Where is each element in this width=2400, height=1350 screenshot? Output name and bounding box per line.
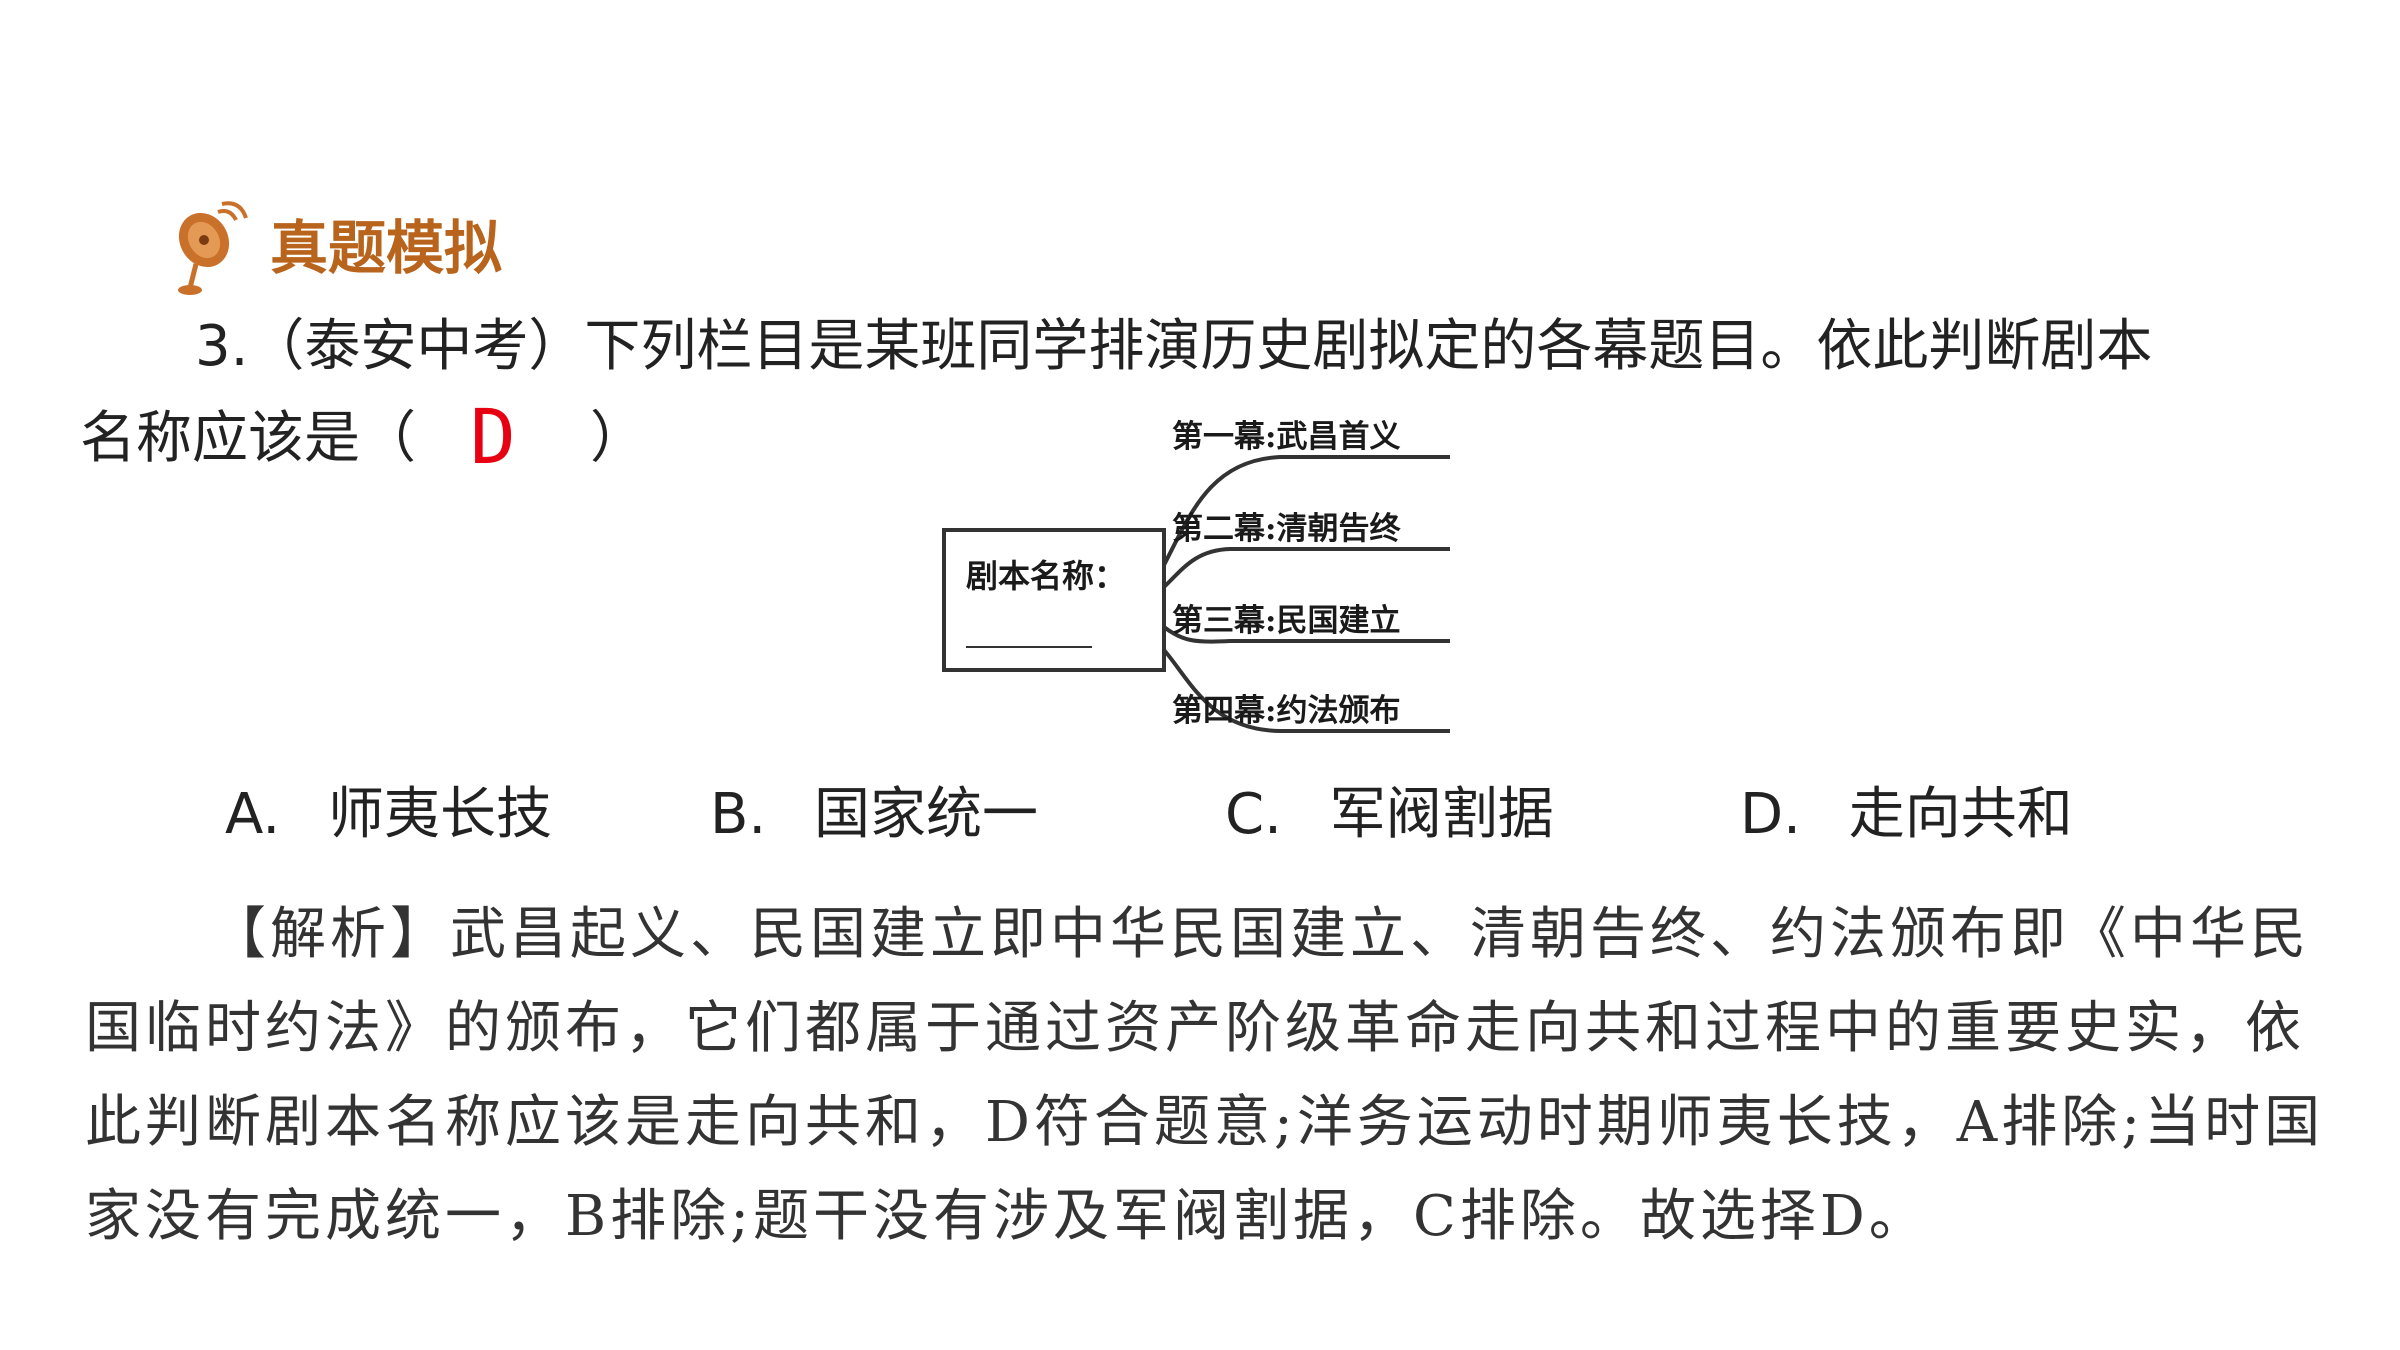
act-2: 第二幕:清朝告终: [1172, 511, 1401, 547]
branch-act-4: [1162, 648, 1450, 733]
option-b[interactable]: B. 国家统一: [710, 780, 1038, 850]
option-d-letter: D.: [1740, 782, 1801, 847]
act-4: 第四幕:约法颁布: [1172, 693, 1400, 729]
option-a-text: 师夷长技: [327, 782, 552, 847]
play-structure-diagram: 剧本名称： 第一幕:武昌首义 第二幕:清朝告终 第三幕:民国建立 第四幕:约法颁…: [940, 405, 1480, 745]
question-line-2-suffix: ）: [590, 406, 646, 471]
question-line-1: 3.（泰安中考）下列栏目是某班同学排演历史剧拟定的各幕题目。依此判断剧本: [195, 314, 2153, 379]
option-c[interactable]: C. 军阀割据: [1225, 780, 1554, 850]
section-title: 真题模拟: [270, 214, 503, 282]
analysis-line-4: 家没有完成统一，B排除;题干没有涉及军阀割据，C排除。故选择D。: [85, 1184, 1929, 1249]
act-1: 第一幕:武昌首义: [1172, 419, 1400, 455]
act-3: 第三幕:民国建立: [1172, 603, 1400, 639]
branch-act-1: [1162, 455, 1450, 566]
script-name-box: [942, 528, 1166, 672]
option-b-letter: B.: [710, 782, 767, 847]
branch-act-3: [1162, 625, 1450, 644]
analysis-line-1: 【解析】武昌起义、民国建立即中华民国建立、清朝告终、约法颁布即《中华民: [210, 902, 2310, 967]
option-d-text: 走向共和: [1848, 782, 2073, 847]
option-b-text: 国家统一: [814, 782, 1039, 847]
option-c-letter: C.: [1225, 782, 1282, 847]
analysis-line-2: 国临时约法》的颁布，它们都属于通过资产阶级革命走向共和过程中的重要史实，依: [85, 996, 2305, 1061]
satellite-dish-icon: [170, 198, 250, 298]
option-c-text: 军阀割据: [1329, 782, 1554, 847]
question-line-2-prefix: 名称应该是（: [80, 406, 416, 471]
option-a-letter: A.: [225, 782, 281, 847]
analysis-line-3: 此判断剧本名称应该是走向共和，D符合题意;洋务运动时期师夷长技，A排除;当时国: [85, 1090, 2325, 1155]
branch-act-2: [1162, 547, 1450, 589]
answer-letter: D: [470, 392, 516, 481]
script-name-label: 剧本名称：: [966, 557, 1126, 595]
option-a[interactable]: A. 师夷长技: [225, 780, 552, 850]
option-d[interactable]: D. 走向共和: [1740, 780, 2073, 850]
